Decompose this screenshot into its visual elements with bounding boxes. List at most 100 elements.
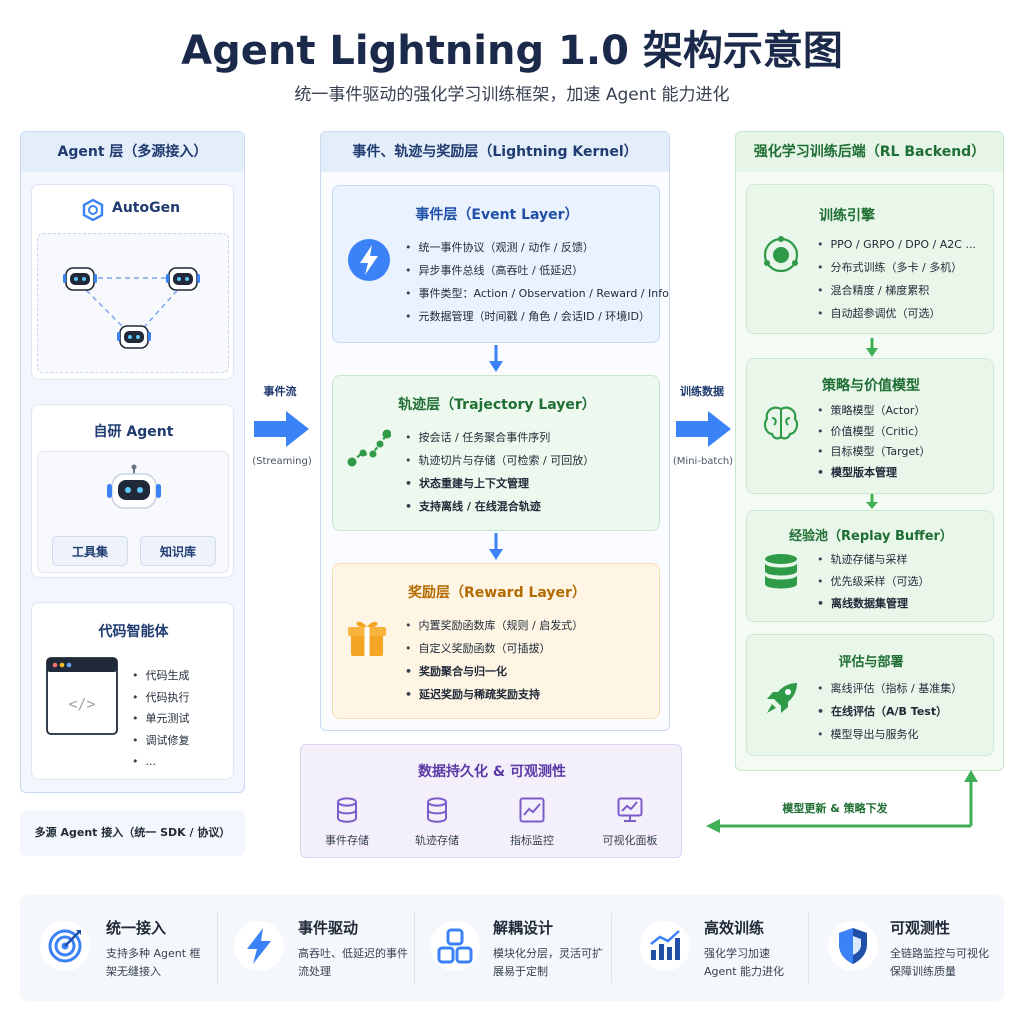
arrow-down-icon	[489, 533, 503, 560]
agent-layer-title: Agent 层（多源接入）	[21, 132, 244, 172]
target-icon	[48, 929, 82, 963]
feature-divider	[808, 913, 809, 983]
training-engine-card: 训练引擎 PPO / GRPO / DPO / A2C ... 分布式训练（多卡…	[746, 184, 994, 334]
persistence-panel: 数据持久化 & 可观测性 事件存储 轨迹存储 指标监控 可视化面板	[300, 744, 682, 858]
event-flow-sublabel: (Streaming)	[252, 456, 312, 467]
lightning-icon	[348, 239, 390, 281]
replay-buffer-list: 轨迹存储与采样 优先级采样（可选） 离线数据集管理	[817, 549, 930, 615]
database-icon	[427, 797, 447, 823]
reward-layer-card: 奖励层（Reward Layer） 内置奖励函数库（规则 / 启发式） 自定义奖…	[332, 563, 660, 719]
arrow-down-icon	[866, 494, 878, 509]
list-item: 按会话 / 任务聚合事件序列	[405, 426, 594, 449]
persistence-title: 数据持久化 & 可观测性	[418, 764, 566, 780]
persist-item-dashboard: 可视化面板	[602, 834, 658, 847]
self-agent-box: 工具集 知识库	[37, 451, 229, 573]
self-agent-card: 自研 Agent 工具集 知识库	[31, 404, 234, 578]
tools-chip[interactable]: 工具集	[52, 536, 128, 566]
feedback-loop-arrow	[706, 770, 978, 833]
reward-layer-title: 奖励层（Reward Layer）	[408, 585, 586, 601]
feature-divider	[611, 913, 612, 983]
trajectory-layer-list: 按会话 / 任务聚合事件序列 轨迹切片与存储（可检索 / 可回放） 状态重建与上…	[405, 426, 595, 518]
list-item: 代码执行	[132, 687, 190, 709]
list-item: 自动超参调优（可选）	[817, 302, 976, 325]
list-item: 延迟奖励与稀疏奖励支持	[405, 683, 583, 706]
list-item: 单元测试	[132, 708, 190, 730]
list-item: 异步事件总线（高吞吐 / 低延迟）	[405, 259, 669, 282]
replay-buffer-title: 经验池（Replay Buffer）	[789, 529, 953, 544]
robot-icon	[107, 464, 161, 509]
page-title: Agent Lightning 1.0 架构示意图	[181, 28, 843, 74]
line-chart-icon	[519, 797, 545, 823]
list-item: 状态重建与上下文管理	[405, 472, 594, 495]
list-item: 调试修复	[132, 730, 190, 752]
code-agent-card: 代码智能体 </> 代码生成 代码执行 单元测试 调试修复 ...	[31, 602, 234, 780]
database-icon	[337, 797, 357, 823]
event-layer-card: 事件层（Event Layer） 统一事件协议（观测 / 动作 / 反馈） 异步…	[332, 185, 669, 343]
gift-icon	[348, 621, 386, 656]
rl-backend-panel: 强化学习训练后端（RL Backend） 训练引擎 PPO / GRPO / D…	[735, 131, 1004, 771]
agent-layer-panel: Agent 层（多源接入） AutoGen 自研 Agent	[20, 131, 245, 793]
list-item: 轨迹切片与存储（可检索 / 可回放）	[405, 449, 595, 472]
svg-text:</>: </>	[68, 695, 95, 713]
feature-name: 统一接入	[106, 919, 167, 937]
policy-model-list: 策略模型（Actor） 价值模型（Critic） 目标模型（Target） 模型…	[817, 401, 931, 483]
feature-desc: 模块化分层，灵活可扩展易于定制	[493, 947, 603, 978]
code-agent-title: 代码智能体	[98, 624, 169, 640]
list-item: 目标模型（Target）	[817, 442, 931, 463]
database-icon	[765, 554, 797, 589]
eval-deploy-list: 离线评估（指标 / 基准集） 在线评估（A/B Test） 模型导出与服务化	[817, 677, 963, 746]
persist-item-trajectory-store: 轨迹存储	[415, 834, 459, 847]
autogen-card: AutoGen	[31, 184, 234, 380]
code-window-icon: </>	[46, 657, 118, 735]
agent-footer-note: 多源 Agent 接入（统一 SDK / 协议）	[20, 810, 245, 856]
bar-chart-icon	[650, 930, 680, 960]
trajectory-layer-card: 轨迹层（Trajectory Layer） 按会话 / 任务聚合事件序列 轨迹切…	[332, 375, 660, 531]
page-subtitle: 统一事件驱动的强化学习训练框架，加速 Agent 能力进化	[294, 85, 730, 105]
eval-deploy-title: 评估与部署	[838, 655, 904, 670]
feature-name: 事件驱动	[298, 919, 359, 937]
event-layer-title: 事件层（Event Layer）	[415, 207, 579, 223]
training-engine-list: PPO / GRPO / DPO / A2C ... 分布式训练（多卡 / 多机…	[817, 233, 976, 325]
kernel-title: 事件、轨迹与奖励层（Lightning Kernel）	[321, 132, 669, 172]
lightning-icon	[247, 928, 271, 964]
dashboard-icon	[617, 797, 643, 822]
event-layer-list: 统一事件协议（观测 / 动作 / 反馈） 异步事件总线（高吞吐 / 低延迟） 事…	[405, 236, 669, 328]
replay-buffer-card: 经验池（Replay Buffer） 轨迹存储与采样 优先级采样（可选） 离线数…	[746, 510, 994, 622]
feature-desc: 高吞吐、低延迟的事件流处理	[298, 947, 408, 978]
rocket-icon	[767, 683, 797, 713]
trajectory-layer-title: 轨迹层（Trajectory Layer）	[398, 397, 596, 413]
rl-backend-title: 强化学习训练后端（RL Backend）	[736, 132, 1003, 172]
autogen-network	[37, 233, 229, 373]
feature-desc: 全链路监控与可视化保障训练质量	[890, 947, 989, 978]
list-item: PPO / GRPO / DPO / A2C ...	[817, 233, 976, 256]
feature-icon-wrap	[640, 921, 690, 971]
shield-icon	[839, 928, 867, 964]
knowledge-chip[interactable]: 知识库	[140, 536, 216, 566]
autogen-logo-icon	[82, 198, 104, 222]
list-item: 内置奖励函数库（规则 / 启发式）	[405, 614, 584, 637]
list-item: 混合精度 / 梯度累积	[817, 279, 976, 302]
feature-divider	[217, 913, 218, 983]
list-item: 离线评估（指标 / 基准集）	[817, 677, 963, 700]
arrow-down-icon	[489, 345, 503, 372]
feature-name: 可观测性	[890, 919, 951, 937]
feature-desc: 强化学习加速 Agent 能力进化	[704, 947, 785, 978]
kernel-panel: 事件、轨迹与奖励层（Lightning Kernel） 事件层（Event La…	[320, 131, 670, 731]
engine-icon	[763, 236, 799, 273]
reward-layer-list: 内置奖励函数库（规则 / 启发式） 自定义奖励函数（可插拔） 奖励聚合与归一化 …	[405, 614, 584, 706]
arrow-down-icon	[866, 338, 878, 357]
list-item: 自定义奖励函数（可插拔）	[405, 637, 583, 660]
policy-model-title: 策略与价值模型	[822, 378, 920, 394]
features-bar: 统一接入 支持多种 Agent 框架无缝接入 事件驱动 高吞吐、低延迟的事件流处…	[20, 895, 1004, 1001]
trajectory-icon	[347, 429, 391, 467]
persist-item-metrics: 指标监控	[510, 834, 554, 847]
self-agent-title: 自研 Agent	[93, 424, 174, 440]
arrow-right-icon	[676, 411, 731, 447]
code-agent-list: 代码生成 代码执行 单元测试 调试修复 ...	[132, 665, 190, 773]
list-item: 分布式训练（多卡 / 多机）	[817, 256, 976, 279]
eval-deploy-card: 评估与部署 离线评估（指标 / 基准集） 在线评估（A/B Test） 模型导出…	[746, 634, 994, 756]
brain-icon	[763, 406, 799, 440]
persist-item-event-store: 事件存储	[325, 834, 369, 847]
training-engine-title: 训练引擎	[819, 208, 875, 224]
feature-desc: 支持多种 Agent 框架无缝接入	[106, 947, 201, 978]
